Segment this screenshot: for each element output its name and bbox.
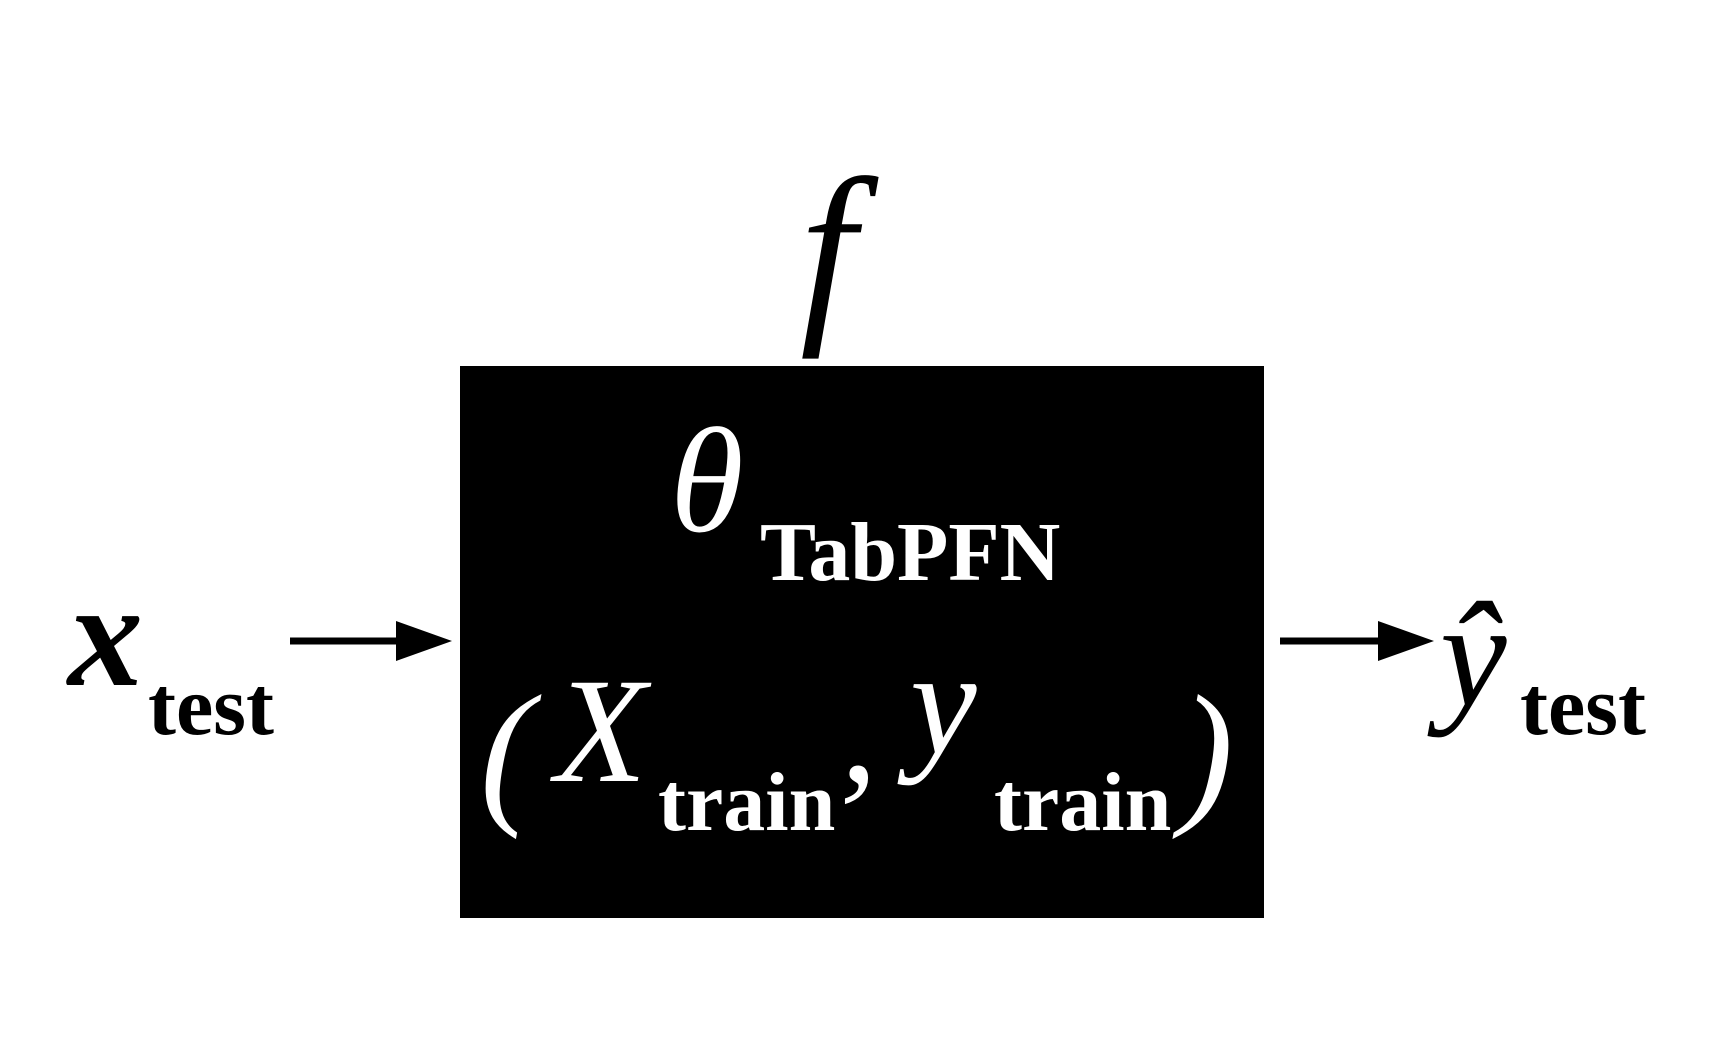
theta-subscript: TabPFN	[760, 506, 1061, 599]
function-label: f	[800, 139, 856, 360]
input-subscript: test	[148, 660, 274, 753]
open-paren: (	[480, 662, 534, 840]
model-box: θ TabPFN ( X train , y train )	[460, 366, 1264, 918]
x-train-symbol: X	[555, 648, 647, 814]
output-symbol: ŷ	[1440, 572, 1507, 738]
x-train-subscript: train	[658, 756, 836, 849]
y-train-subscript: train	[994, 756, 1172, 849]
input-arrow	[290, 621, 452, 661]
output-subscript: test	[1520, 660, 1646, 753]
close-paren: )	[1180, 662, 1234, 840]
y-train-symbol: y	[910, 620, 977, 786]
input-symbol: x	[68, 552, 143, 718]
comma: ,	[840, 648, 878, 814]
output-arrow	[1280, 621, 1434, 661]
theta-symbol: θ	[670, 398, 744, 564]
